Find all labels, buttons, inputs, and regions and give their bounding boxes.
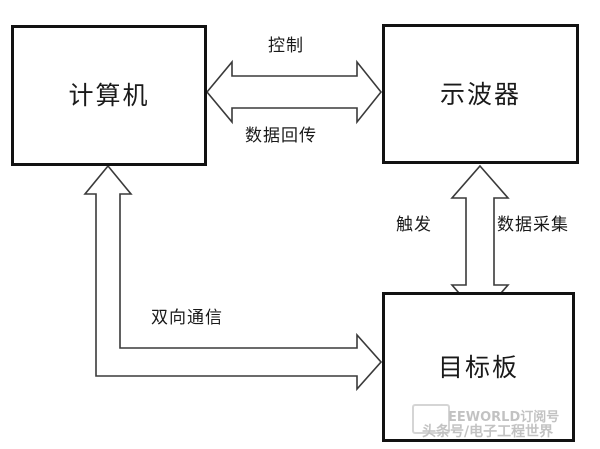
- edge-label-data-acquisition: 数据采集: [497, 215, 569, 235]
- edge-label-control: 控制: [268, 36, 304, 56]
- node-target-board-label: 目标板: [437, 352, 519, 382]
- arrow-computer-oscilloscope: [205, 59, 383, 125]
- node-computer: 计算机: [11, 25, 207, 166]
- node-computer-label: 计算机: [68, 81, 150, 110]
- edge-label-trigger: 触发: [396, 215, 432, 235]
- edge-label-bidirectional-comm: 双向通信: [151, 308, 223, 328]
- node-oscilloscope-label: 示波器: [439, 79, 521, 109]
- node-oscilloscope: 示波器: [382, 24, 579, 164]
- edge-label-data-return: 数据回传: [245, 126, 317, 146]
- node-target-board: 目标板: [382, 292, 575, 442]
- arrow-computer-target: [83, 164, 383, 392]
